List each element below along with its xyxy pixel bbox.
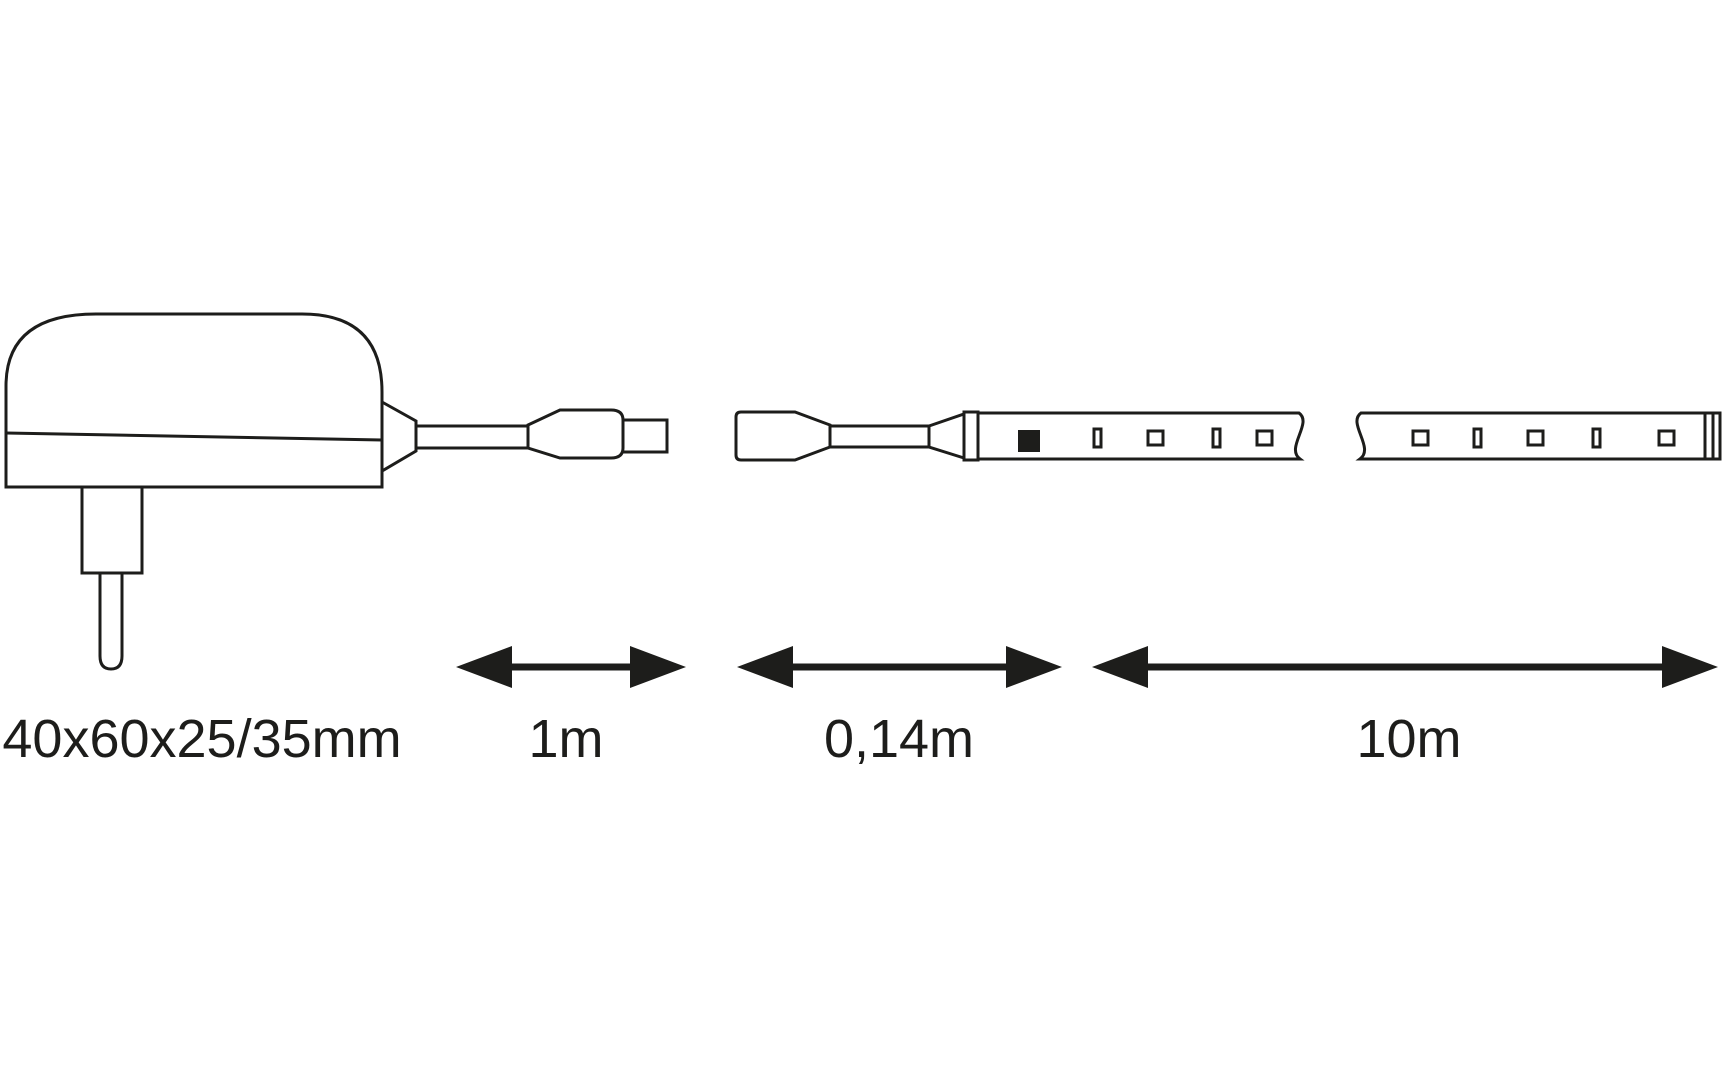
dc-plug-tip [620,418,669,454]
arrowhead-left-icon [737,646,793,688]
resistor-icon [1591,427,1602,449]
strip-end-cap [962,410,980,462]
arrowhead-right-icon [630,646,686,688]
connector-length-label: 0,14m [824,709,974,769]
resistor-icon [1211,427,1222,449]
led-chip-icon [1411,429,1430,447]
led-chip-icon [1146,429,1165,447]
strip-lead-cable [830,410,980,462]
dc-plug-male [526,408,669,460]
strip-length-label: 10m [1356,709,1461,769]
arrowhead-left-icon [456,646,512,688]
strain-relief [927,411,966,461]
arrowhead-right-icon [1006,646,1062,688]
dimension-arrow-cable-1m [456,646,686,688]
adapter-cable [415,424,530,450]
led-chip-icon [1255,429,1274,447]
resistor-icon [1092,427,1103,449]
led-strip-segment-1 [976,411,1305,461]
plug-pin [98,571,124,671]
arrowhead-right-icon [1662,646,1718,688]
adapter-seam-line [5,431,383,442]
led-chip-icon [1526,429,1545,447]
led-strip-segment-2 [1355,411,1722,461]
strip-body [976,411,1305,461]
plug-base-block [80,485,144,575]
adapter-size-label: 40x60x25/35mm [2,709,401,769]
adapter-body [4,312,384,489]
connection-pad-icon [1018,430,1040,452]
led-chip-icon [1657,429,1676,447]
strip-body [1355,411,1722,461]
dc-socket-body [734,410,832,462]
resistor-icon [1472,427,1483,449]
dimension-arrow-connector-014m [737,646,1062,688]
adapter-cable-nozzle [380,399,418,474]
dc-plug-body [526,408,625,460]
dimension-arrow-strip-10m [1092,646,1718,688]
cable-length-label: 1m [528,709,603,769]
power-adapter-illustration [4,312,418,671]
arrowhead-left-icon [1092,646,1148,688]
dc-socket-female [734,410,832,462]
